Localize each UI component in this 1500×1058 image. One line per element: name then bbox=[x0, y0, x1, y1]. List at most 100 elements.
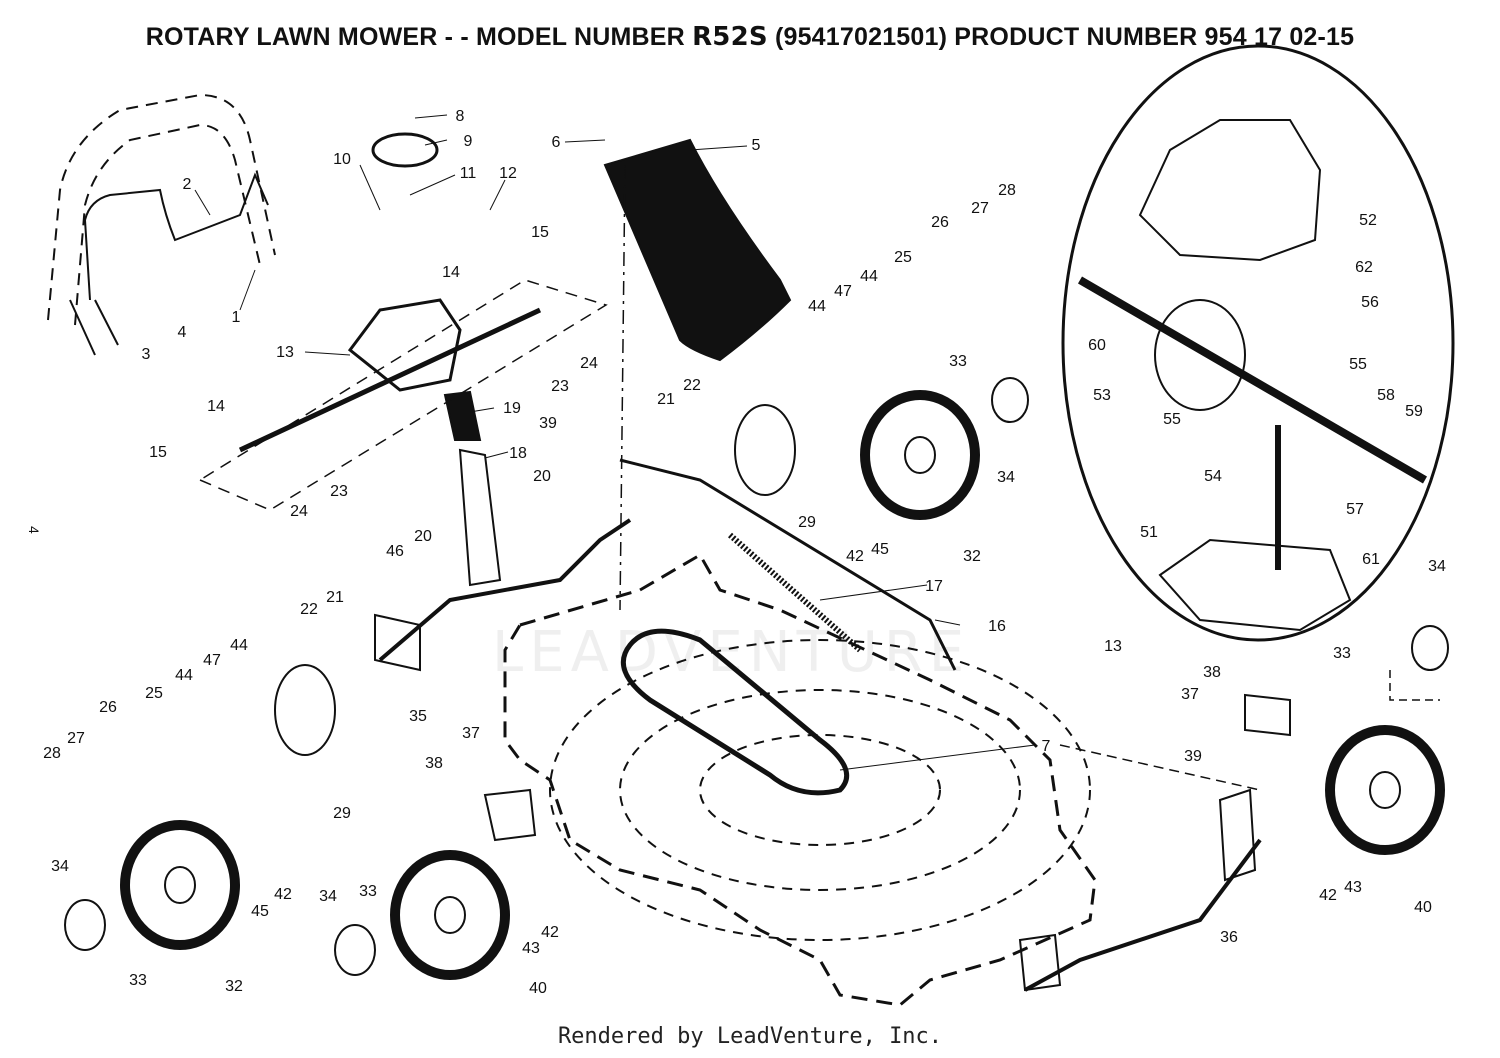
callout-4: 4 bbox=[178, 324, 187, 341]
bracket-1040 bbox=[1018, 933, 1062, 992]
callout-14-top: 14 bbox=[442, 264, 460, 281]
callout-18: 18 bbox=[509, 445, 527, 462]
deck-ring-2 bbox=[619, 689, 1021, 891]
assembly-line-3 bbox=[1389, 670, 1440, 701]
wheel-rear-right bbox=[1325, 725, 1445, 855]
wheel-rear-left bbox=[390, 850, 510, 980]
callout-42-left: 42 bbox=[274, 886, 292, 903]
callout-8: 8 bbox=[456, 108, 465, 125]
callout-20-mid: 20 bbox=[533, 468, 551, 485]
mower-deck bbox=[503, 552, 1097, 1007]
callout-14: 14 bbox=[207, 398, 225, 415]
callout-44-left-b: 44 bbox=[175, 667, 193, 684]
callout-40-mid: 40 bbox=[529, 980, 547, 997]
wheel-front-right-hub bbox=[904, 436, 936, 474]
callout-42-right: 42 bbox=[846, 548, 864, 565]
callout-56: 56 bbox=[1361, 294, 1379, 311]
callout-24-mid: 24 bbox=[580, 355, 598, 372]
handle-grip bbox=[69, 299, 119, 356]
callout-29-right: 29 bbox=[798, 514, 816, 531]
gear-disc-29-left bbox=[274, 664, 336, 756]
callout-17: 17 bbox=[925, 578, 943, 595]
gear-disc-29-right bbox=[734, 404, 796, 496]
wheel-rear-right-hub bbox=[1369, 771, 1401, 809]
callout-55-right: 55 bbox=[1349, 356, 1367, 373]
callout-38-right: 38 bbox=[1203, 664, 1221, 681]
callout-45-right: 45 bbox=[871, 541, 889, 558]
callout-37-left: 37 bbox=[462, 725, 480, 742]
hubcap-34-d bbox=[1411, 625, 1449, 671]
callout-28-right: 28 bbox=[998, 182, 1016, 199]
rod-16 bbox=[619, 458, 957, 671]
transmission bbox=[347, 298, 462, 392]
callout-47-left: 47 bbox=[203, 652, 221, 669]
bracket-18 bbox=[458, 448, 502, 587]
callout-55-left: 55 bbox=[1163, 411, 1181, 428]
callout-47-right: 47 bbox=[834, 283, 852, 300]
callout-57: 57 bbox=[1346, 501, 1364, 518]
callout-13: 13 bbox=[276, 344, 294, 361]
worm-gear-60 bbox=[1154, 299, 1246, 411]
callout-60: 60 bbox=[1088, 337, 1106, 354]
callout-39-mid: 39 bbox=[539, 415, 557, 432]
callout-24: 24 bbox=[290, 503, 308, 520]
assembly-line-1 bbox=[198, 279, 608, 511]
callout-19: 19 bbox=[503, 400, 521, 417]
callout-39-right: 39 bbox=[1184, 748, 1202, 765]
callout-16: 16 bbox=[988, 618, 1006, 635]
callout-15-top: 15 bbox=[531, 224, 549, 241]
callout-27-left: 27 bbox=[67, 730, 85, 747]
front-axle bbox=[378, 518, 632, 662]
hubcap-34-b bbox=[334, 924, 376, 976]
callout-26-right: 26 bbox=[931, 214, 949, 231]
callout-6: 6 bbox=[552, 134, 561, 151]
callout-33-far-right: 33 bbox=[1333, 645, 1351, 662]
callout-62: 62 bbox=[1355, 259, 1373, 276]
callout-2: 2 bbox=[183, 176, 192, 193]
deck-ring-1 bbox=[699, 734, 941, 846]
callout-38-left: 38 bbox=[425, 755, 443, 772]
callout-10: 10 bbox=[333, 151, 351, 168]
callout-15: 15 bbox=[149, 444, 167, 461]
callout-9: 9 bbox=[464, 133, 473, 150]
callout-25-left: 25 bbox=[145, 685, 163, 702]
callout-5: 5 bbox=[752, 137, 761, 154]
callout-36: 36 bbox=[1220, 929, 1238, 946]
callout-42-mid: 42 bbox=[541, 924, 559, 941]
callout-3: 3 bbox=[142, 346, 151, 363]
transmission-detail-frame bbox=[1061, 44, 1455, 642]
callout-22: 22 bbox=[300, 601, 318, 618]
bracket-35 bbox=[374, 613, 421, 672]
callout-58: 58 bbox=[1377, 387, 1395, 404]
callout-52: 52 bbox=[1359, 212, 1377, 229]
title-prefix: ROTARY LAWN MOWER - - MODEL NUMBER bbox=[145, 23, 685, 51]
callout-33-mid: 33 bbox=[359, 883, 377, 900]
callout-43-mid: 43 bbox=[522, 940, 540, 957]
assembly-line-2 bbox=[619, 164, 626, 611]
callout-32-right: 32 bbox=[963, 548, 981, 565]
deck-ring-3 bbox=[549, 639, 1091, 941]
gear-housing-cover-52 bbox=[1138, 119, 1322, 262]
drive-shaft bbox=[238, 307, 542, 453]
callout-11: 11 bbox=[460, 165, 477, 182]
bracket-36 bbox=[1218, 788, 1257, 882]
callout-54: 54 bbox=[1204, 468, 1222, 485]
grass-chute bbox=[603, 138, 792, 362]
callout-53: 53 bbox=[1093, 387, 1111, 404]
rear-axle bbox=[1024, 838, 1262, 992]
pulley-9 bbox=[371, 132, 439, 168]
callout-21: 21 bbox=[326, 589, 344, 606]
callout-59: 59 bbox=[1405, 403, 1423, 420]
callout-33-left: 33 bbox=[129, 972, 147, 989]
callout-45-left: 45 bbox=[251, 903, 269, 920]
callout-28-left: 28 bbox=[43, 745, 61, 762]
callout-21-mid: 21 bbox=[657, 391, 675, 408]
callout-44-right-b: 44 bbox=[808, 298, 826, 315]
model-number: R52S bbox=[692, 22, 768, 52]
callout-34-left: 34 bbox=[51, 858, 69, 875]
callout-labels: 8 9 10 11 12 2 1 3 4 15 14 13 14 15 6 5 … bbox=[43, 108, 1446, 997]
callout-23-mid: 23 bbox=[551, 378, 569, 395]
callout-34-mid: 34 bbox=[319, 888, 337, 905]
callout-61: 61 bbox=[1362, 551, 1380, 568]
